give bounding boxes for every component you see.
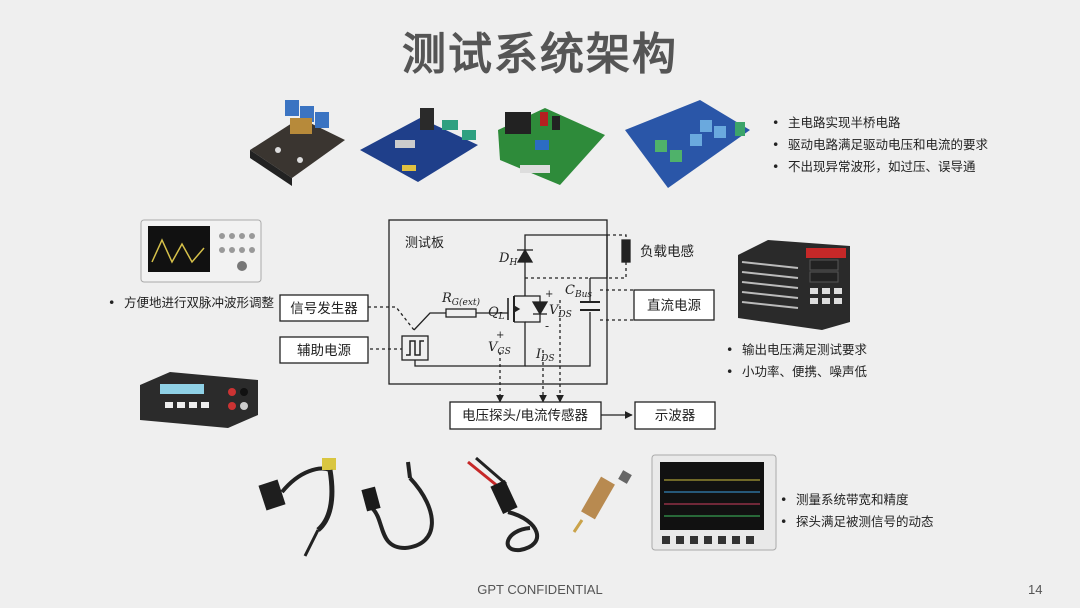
ids-label: IDS — [535, 347, 555, 364]
page-number: 14 — [1028, 582, 1043, 597]
list-item: 方便地进行双脉冲波形调整 — [104, 292, 274, 314]
page-title: 测试系统架构 — [402, 29, 678, 80]
vgs-label: VGS — [488, 340, 511, 357]
probe-sensor-box — [449, 401, 602, 430]
aux-power-box — [279, 336, 369, 364]
half-bridge-board-photo-3 — [498, 108, 605, 185]
vds-minus-sign: - — [545, 319, 549, 333]
ql-label: QL — [488, 305, 505, 322]
half-bridge-board-photo-2 — [360, 108, 478, 182]
rg-label: RG(ext) — [441, 291, 481, 308]
current-probe-photo — [258, 458, 336, 557]
cbus-label: CBus — [565, 283, 592, 300]
vds-plus-sign: + — [545, 289, 553, 300]
list-item: 主电路实现半桥电路 — [768, 112, 988, 134]
footer-confidential: GPT CONFIDENTIAL — [477, 582, 603, 597]
oscilloscope-label[interactable]: 示波器 — [655, 408, 696, 424]
list-item: 不出现异常波形，如过压、误导通 — [768, 156, 988, 178]
scope-notes-list: 测量系统带宽和精度 探头满足被测信号的动态 — [776, 489, 934, 533]
dc-supply-notes-list: 输出电压满足测试要求 小功率、便携、噪声低 — [722, 339, 867, 383]
dc-supply-box — [633, 289, 715, 321]
list-item: 探头满足被测信号的动态 — [776, 511, 934, 533]
gate-resistor-symbol — [445, 308, 477, 318]
diode-dh-symbol — [516, 248, 534, 263]
generator-notes-list: 方便地进行双脉冲波形调整 — [104, 292, 274, 314]
board-requirements-list: 主电路实现半桥电路 驱动电路满足驱动电压和电流的要求 不出现异常波形，如过压、误… — [768, 112, 988, 178]
current-sensor-photo — [572, 470, 632, 533]
list-item: 小功率、便携、噪声低 — [722, 361, 867, 383]
signal-generator-box — [279, 294, 369, 322]
test-board-box — [388, 219, 608, 385]
oscilloscope-box — [634, 401, 716, 430]
function-generator-photo — [140, 219, 262, 283]
vgs-plus-sign: + — [496, 330, 504, 341]
dc-supply-label[interactable]: 直流电源 — [647, 298, 701, 314]
list-item: 测量系统带宽和精度 — [776, 489, 934, 511]
dc-power-supply-photo — [738, 240, 850, 330]
voltage-probe-photo — [361, 461, 434, 551]
load-inductor-symbol — [621, 239, 631, 263]
differential-probe-photo — [467, 456, 540, 553]
list-item: 输出电压满足测试要求 — [722, 339, 867, 361]
board-label: 测试板 — [405, 236, 444, 251]
test-architecture-diagram — [279, 219, 716, 430]
probe-sensor-label[interactable]: 电压探头/电流传感器 — [462, 407, 589, 424]
dh-label: DH — [498, 251, 517, 268]
oscilloscope-photo — [651, 454, 777, 551]
half-bridge-board-photo-1 — [250, 100, 345, 186]
vds-label: VDS — [549, 303, 572, 320]
list-item: 驱动电路满足驱动电压和电流的要求 — [768, 134, 988, 156]
half-bridge-board-photo-4 — [625, 100, 750, 188]
aux-power-supply-photo — [140, 372, 258, 428]
load-inductor-label: 负载电感 — [640, 243, 694, 260]
signal-generator-label[interactable]: 信号发生器 — [290, 301, 358, 317]
aux-power-label[interactable]: 辅助电源 — [297, 343, 351, 359]
